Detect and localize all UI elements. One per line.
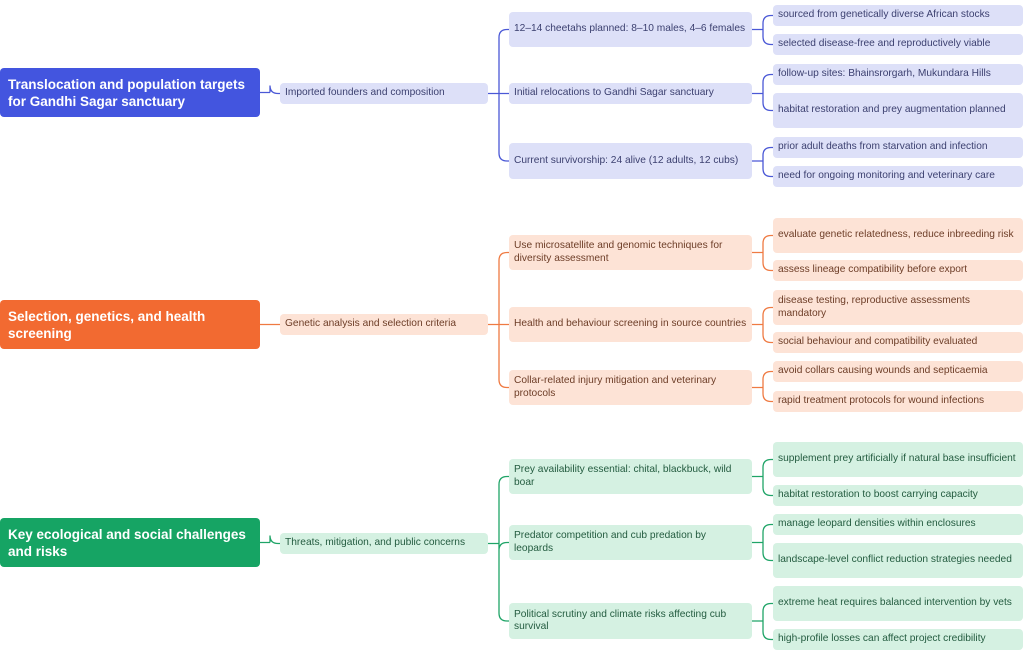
root-node-translocation[interactable]: Translocation and population targets for…	[0, 68, 260, 117]
item-node-predator-competition[interactable]: Predator competition and cub predation b…	[509, 525, 752, 560]
root-node-selection[interactable]: Selection, genetics, and health screenin…	[0, 300, 260, 349]
leaf-node-disease-free[interactable]: selected disease-free and reproductively…	[773, 34, 1023, 55]
leaf-node-high-profile-losses[interactable]: high-profile losses can affect project c…	[773, 629, 1023, 650]
connector-branch-items	[488, 475, 509, 622]
leaf-node-diverse-stocks[interactable]: sourced from genetically diverse African…	[773, 5, 1023, 26]
leaf-node-supplement-prey[interactable]: supplement prey artificially if natural …	[773, 442, 1023, 477]
connector-item-leaves	[752, 306, 773, 344]
item-node-collar-injury[interactable]: Collar-related injury mitigation and vet…	[509, 370, 752, 405]
connector-item-leaves	[752, 602, 773, 641]
root-node-challenges[interactable]: Key ecological and social challenges and…	[0, 518, 260, 567]
leaf-node-genetic-relatedness[interactable]: evaluate genetic relatedness, reduce inb…	[773, 218, 1023, 253]
connector-root-branch	[260, 85, 280, 95]
item-node-current-survivorship[interactable]: Current survivorship: 24 alive (12 adult…	[509, 143, 752, 179]
item-node-microsatellite[interactable]: Use microsatellite and genomic technique…	[509, 235, 752, 270]
item-node-political-scrutiny[interactable]: Political scrutiny and climate risks aff…	[509, 603, 752, 639]
leaf-node-disease-testing[interactable]: disease testing, reproductive assessment…	[773, 290, 1023, 325]
leaf-node-extreme-heat[interactable]: extreme heat requires balanced intervent…	[773, 586, 1023, 621]
leaf-node-ongoing-monitoring[interactable]: need for ongoing monitoring and veterina…	[773, 166, 1023, 187]
leaf-node-follow-up-sites[interactable]: follow-up sites: Bhainsrorgarh, Mukundar…	[773, 64, 1023, 85]
item-node-health-behaviour[interactable]: Health and behaviour screening in source…	[509, 307, 752, 342]
leaf-node-avoid-collars[interactable]: avoid collars causing wounds and septica…	[773, 361, 1023, 382]
leaf-node-habitat-restoration[interactable]: habitat restoration and prey augmentatio…	[773, 93, 1023, 128]
branch-node-threats[interactable]: Threats, mitigation, and public concerns	[280, 533, 488, 554]
leaf-node-carrying-capacity[interactable]: habitat restoration to boost carrying ca…	[773, 485, 1023, 506]
connector-item-leaves	[752, 523, 773, 562]
leaf-node-leopard-densities[interactable]: manage leopard densities within enclosur…	[773, 514, 1023, 535]
item-node-prey-availability[interactable]: Prey availability essential: chital, bla…	[509, 459, 752, 494]
item-node-cheetahs-planned[interactable]: 12–14 cheetahs planned: 8–10 males, 4–6 …	[509, 12, 752, 47]
leaf-node-social-behaviour[interactable]: social behaviour and compatibility evalu…	[773, 332, 1023, 353]
connector-branch-items	[488, 28, 509, 162]
leaf-node-rapid-treatment[interactable]: rapid treatment protocols for wound infe…	[773, 391, 1023, 412]
connector-item-leaves	[752, 458, 773, 497]
leaf-node-prior-deaths[interactable]: prior adult deaths from starvation and i…	[773, 137, 1023, 158]
connector-branch-items	[488, 251, 509, 389]
item-node-initial-relocations[interactable]: Initial relocations to Gandhi Sagar sanc…	[509, 83, 752, 104]
connector-item-leaves	[752, 14, 773, 46]
branch-node-genetic-analysis[interactable]: Genetic analysis and selection criteria	[280, 314, 488, 335]
connector-root-branch	[260, 535, 280, 545]
connector-item-leaves	[752, 370, 773, 403]
leaf-node-conflict-reduction[interactable]: landscape-level conflict reduction strat…	[773, 543, 1023, 578]
connector-item-leaves	[752, 73, 773, 112]
connector-item-leaves	[752, 146, 773, 178]
connector-item-leaves	[752, 234, 773, 272]
branch-node-imported-founders[interactable]: Imported founders and composition	[280, 83, 488, 104]
leaf-node-lineage-compatibility[interactable]: assess lineage compatibility before expo…	[773, 260, 1023, 281]
